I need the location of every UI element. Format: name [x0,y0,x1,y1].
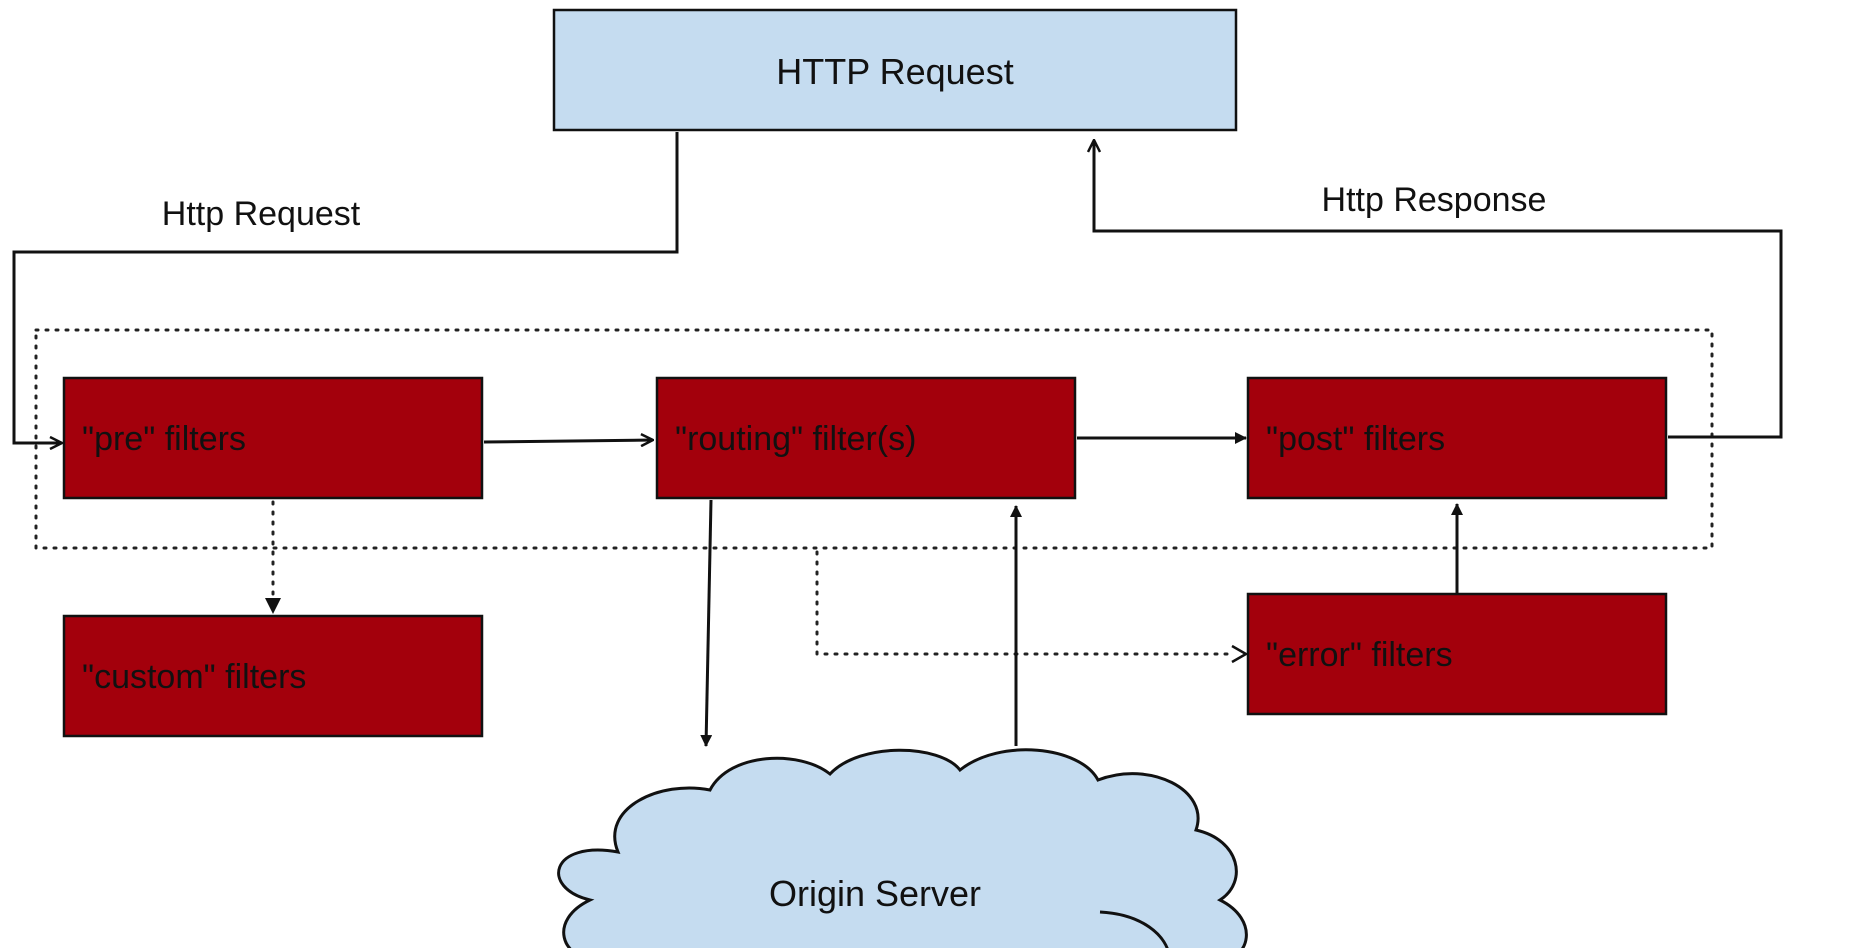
cloud-inner-curve [1099,910,1169,948]
cloud-shape [557,748,1248,948]
http-request-node: HTTP Request [552,8,1238,132]
post-filters-label: "post" filters [1266,420,1445,458]
origin-server-node: Origin Server [557,748,1248,948]
edge-to-error-arrowhead [1231,644,1249,664]
post-filters-node: "post" filters [1246,376,1668,500]
edge-to-error-dotted [815,550,1234,656]
pre-filters-node: "pre" filters [62,376,484,500]
custom-filters-node: "custom" filters [62,614,484,738]
edge-routing-to-origin [700,499,713,747]
routing-filters-label: "routing" filter(s) [675,420,916,458]
edge-http-response [1094,140,1783,439]
http-request-label: HTTP Request [776,51,1013,92]
filter-pipeline-boundary [34,328,1714,550]
edge-pre-to-custom-arrowhead [265,598,281,614]
custom-filters-label: "custom" filters [82,658,306,696]
routing-filters-node: "routing" filter(s) [655,376,1077,500]
error-filters-label: "error" filters [1266,636,1453,674]
error-filters-node: "error" filters [1246,592,1668,716]
edge-http-request [12,132,679,443]
edge-http-request-label: Http Request [162,195,361,233]
pre-filters-label: "pre" filters [82,420,246,458]
edge-http-response-label: Http Response [1322,181,1547,219]
origin-server-label: Origin Server [769,873,981,914]
edge-pre-to-routing [483,440,653,442]
